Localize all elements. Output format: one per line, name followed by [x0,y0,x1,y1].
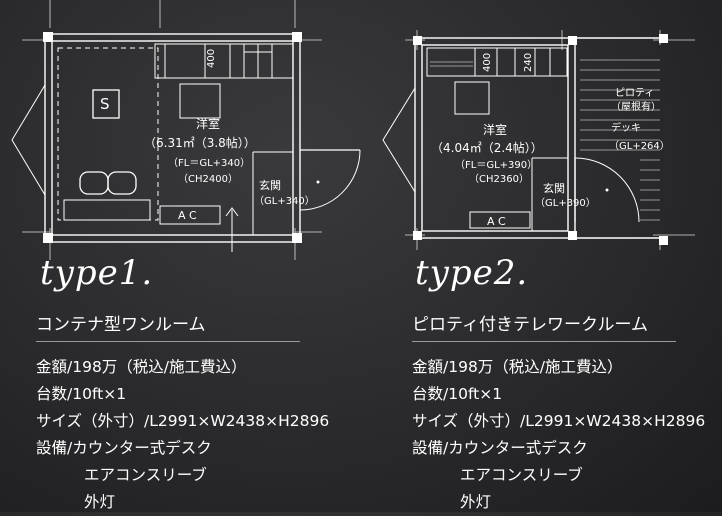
type1-floor-plan: 400 S 洋室 （6.31㎡（3.8帖）） （FL＝GL+340） （CH24… [0,0,380,260]
dim-400: 400 [482,53,493,72]
light-fixture [605,188,609,192]
entrance-partition [252,151,293,235]
piloti-note: （屋根有） [611,100,661,113]
corner-posts [43,32,302,243]
type2-heading: type2. [415,253,529,293]
type1-subtitle: コンテナ型ワンルーム [36,315,206,335]
ac-label: A C [487,215,506,228]
equipment-line-3: 外灯 [84,493,116,511]
ceiling-height: （CH2400） [178,173,238,185]
entrance-name: 玄関 [259,178,281,192]
equipment-line-2: エアコンスリーブ [460,466,583,484]
dim-400: 400 [206,49,217,68]
entrance-level: （GL+390） [535,197,596,209]
size-line: サイズ（外寸）/L2991×W2438×H2896 [36,412,330,430]
type2-subtitle: ピロティ付きテレワークルーム [412,315,648,335]
low-table [63,199,151,221]
size-line: サイズ（外寸）/L2991×W2438×H2896 [412,412,706,430]
room-area: （4.04㎡（2.4帖）） [431,140,543,155]
room-name: 洋室 [196,116,220,131]
grid-lines [22,0,322,260]
light-fixture [316,180,320,184]
ac-unit [469,211,531,229]
equipment-line-1: 設備/カウンター式デスク [36,439,212,457]
equipment-line-1: 設備/カウンター式デスク [412,439,588,457]
count-line: 台数/10ft×1 [412,385,503,403]
type1-divider [36,341,300,342]
room-area: （6.31㎡（3.8帖）） [144,135,256,150]
type2-floor-plan: 400 240 洋室 （4.04㎡（2.4帖）） （FL＝GL+390） （CH… [375,0,722,260]
equipment-line-3: 外灯 [460,493,492,511]
floor-level: （FL＝GL+390） [455,159,537,171]
entrance-door [299,149,361,211]
ac-unit [159,205,221,225]
chair [179,83,221,119]
chair [454,81,490,115]
seat-left [79,171,109,195]
exterior-walls [44,33,301,243]
counter-desk [426,47,568,77]
price-line: 金額/198万（税込/施工費込） [36,358,247,376]
left-window [382,87,416,193]
deck-level: （GL+264） [609,140,670,152]
entrance-name: 玄関 [543,181,565,195]
count-line: 台数/10ft×1 [36,385,127,403]
counter-desk [154,43,294,79]
ac-label: A C [178,209,197,222]
shelf-hatch [430,61,473,67]
deck-hatch [580,59,660,221]
exterior-walls [414,37,667,239]
piloti-label: ピロティ [615,87,654,99]
seat-right [107,171,137,195]
entry-arrow [225,207,239,252]
deck-label: デッキ [611,121,641,134]
floor-level: （FL＝GL+340） [168,157,250,169]
entrance-partition [531,157,568,231]
price-line: 金額/198万（税込/施工費込） [412,358,623,376]
storage-box [92,89,120,119]
dim-240: 240 [523,53,534,72]
type1-heading: type1. [40,253,154,293]
ceiling-height: （CH2360） [469,173,529,185]
room-dashed-outline [57,47,159,221]
room-name: 洋室 [483,122,507,137]
left-window [11,84,46,196]
storage-label: S [100,95,110,113]
entrance-level: （GL+340） [254,195,315,207]
entrance-door [574,157,640,223]
type1-specs: 金額/198万（税込/施工費込） 台数/10ft×1 サイズ（外寸）/L2991… [36,354,329,516]
type2-divider [412,341,676,342]
corner-posts [413,34,668,245]
equipment-line-2: エアコンスリーブ [84,466,207,484]
type2-specs: 金額/198万（税込/施工費込） 台数/10ft×1 サイズ（外寸）/L2991… [412,354,705,516]
